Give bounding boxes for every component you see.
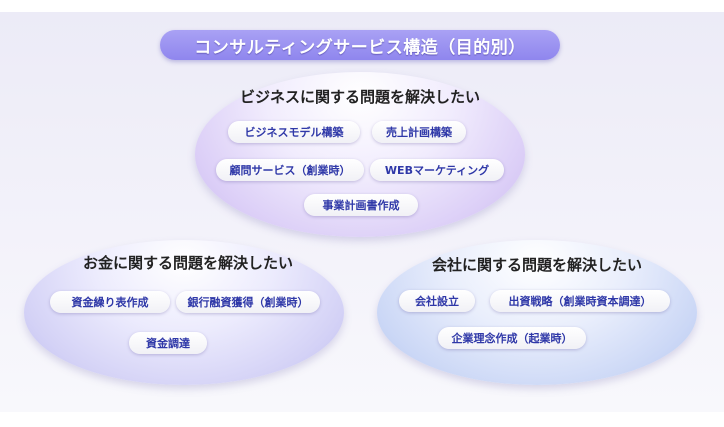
item-fundraising[interactable]: 資金調達 <box>129 332 207 354</box>
business-problems-heading: ビジネスに関する問題を解決したい <box>239 88 481 106</box>
item-cashflow-table[interactable]: 資金繰り表作成 <box>50 291 170 313</box>
company-problems-heading: 会社に関する問題を解決したい <box>431 256 643 274</box>
item-business-model[interactable]: ビジネスモデル構築 <box>228 121 360 143</box>
company-problems-ellipse <box>377 240 697 385</box>
item-company-formation[interactable]: 会社設立 <box>399 290 475 312</box>
title-banner: コンサルティングサービス構造（目的別） <box>160 30 560 60</box>
item-bank-loan[interactable]: 銀行融資獲得（創業時） <box>176 291 320 313</box>
item-sales-plan[interactable]: 売上計画構築 <box>372 121 466 143</box>
item-investment-strategy[interactable]: 出資戦略（創業時資本調達） <box>490 290 670 312</box>
item-corporate-philosophy[interactable]: 企業理念作成（起業時） <box>438 327 586 349</box>
item-business-plan[interactable]: 事業計画書作成 <box>304 194 418 216</box>
diagram-title: コンサルティングサービス構造（目的別） <box>194 37 526 58</box>
item-web-marketing[interactable]: WEBマーケティング <box>370 159 504 181</box>
item-advisory-service[interactable]: 顧問サービス（創業時） <box>216 159 364 181</box>
money-problems-heading: お金に関する問題を解決したい <box>82 254 294 272</box>
